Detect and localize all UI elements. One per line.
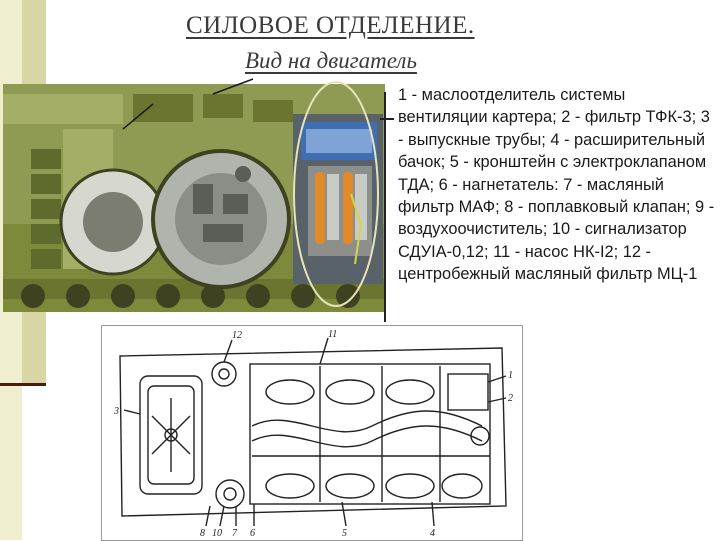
drawing-callout: 6 <box>250 528 255 539</box>
drawing-callout: 5 <box>342 528 347 539</box>
drawing-callout: 7 <box>232 528 238 539</box>
legend-bracket <box>384 92 392 322</box>
slide-title: СИЛОВОЕ ОТДЕЛЕНИЕ. <box>186 12 475 39</box>
drawing-callout: 11 <box>328 329 337 340</box>
drawing-callout: 4 <box>430 528 435 539</box>
left-decor-divider <box>0 383 46 386</box>
slide-subtitle: Вид на двигатель <box>245 48 417 73</box>
drawing-callout: 10 <box>212 528 222 539</box>
engine-technical-drawing: 12 11 1 2 3 8 10 7 6 5 4 <box>101 325 523 541</box>
parts-legend: 1 - маслоотделитель системы вентиляции к… <box>398 86 715 284</box>
drawing-callout: 2 <box>508 393 513 404</box>
drawing-callout: 1 <box>508 370 513 381</box>
drawing-callout: 3 <box>113 406 119 417</box>
drawing-callout: 12 <box>232 330 242 341</box>
drawing-callout: 8 <box>200 528 205 539</box>
legend-tick <box>380 118 394 120</box>
engine-photo <box>3 78 385 312</box>
